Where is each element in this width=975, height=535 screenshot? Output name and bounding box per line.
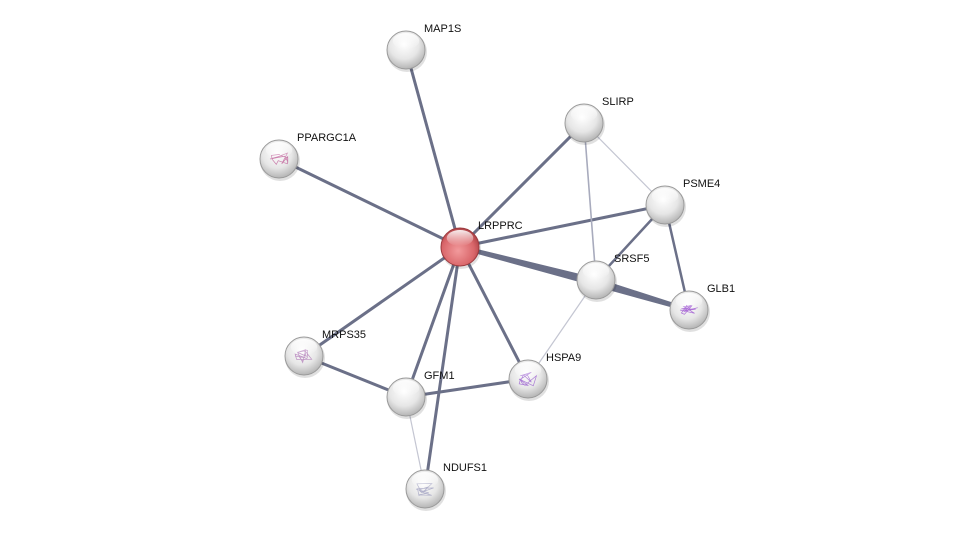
node-ndufs1[interactable]: NDUFS1 bbox=[406, 462, 487, 511]
node-highlight bbox=[447, 230, 474, 246]
node-highlight bbox=[583, 263, 610, 279]
node-hspa9[interactable]: HSPA9 bbox=[509, 352, 581, 401]
node-highlight bbox=[393, 33, 420, 49]
node-mrps35[interactable]: MRPS35 bbox=[285, 329, 366, 378]
node-slirp[interactable]: SLIRP bbox=[565, 96, 634, 145]
node-label: GFM1 bbox=[424, 370, 455, 382]
node-map1s[interactable]: MAP1S bbox=[387, 23, 461, 72]
node-glb1[interactable]: GLB1 bbox=[670, 283, 735, 332]
edge-lrpprc-ppargc1a[interactable] bbox=[279, 159, 460, 247]
node-highlight bbox=[291, 339, 318, 355]
edge-slirp-srsf5[interactable] bbox=[584, 123, 596, 280]
node-label: NDUFS1 bbox=[443, 462, 487, 474]
node-label: PSME4 bbox=[683, 178, 720, 190]
node-label: LRPPRC bbox=[478, 220, 523, 232]
node-highlight bbox=[515, 362, 542, 378]
node-label: SRSF5 bbox=[614, 253, 649, 265]
node-label: HSPA9 bbox=[546, 352, 581, 364]
node-highlight bbox=[266, 142, 293, 158]
node-highlight bbox=[571, 106, 598, 122]
node-gfm1[interactable]: GFM1 bbox=[387, 370, 455, 419]
node-label: SLIRP bbox=[602, 96, 634, 108]
edges-layer bbox=[279, 50, 689, 489]
node-label: MAP1S bbox=[424, 23, 461, 35]
node-label: GLB1 bbox=[707, 283, 735, 295]
nodes-layer: LRPPRC MAP1S SLIRP PPARGC1A PSME4SRSF5GLB1MR… bbox=[260, 23, 735, 511]
node-highlight bbox=[393, 380, 420, 396]
node-label: PPARGC1A bbox=[297, 132, 357, 144]
edge-lrpprc-map1s[interactable] bbox=[406, 50, 460, 247]
node-highlight bbox=[412, 472, 439, 488]
node-highlight bbox=[652, 188, 679, 204]
edge-lrpprc-ndufs1[interactable] bbox=[425, 247, 460, 489]
node-highlight bbox=[676, 293, 703, 309]
node-psme4[interactable]: PSME4 bbox=[646, 178, 720, 227]
edge-lrpprc-hspa9[interactable] bbox=[460, 247, 528, 379]
node-label: MRPS35 bbox=[322, 329, 366, 341]
